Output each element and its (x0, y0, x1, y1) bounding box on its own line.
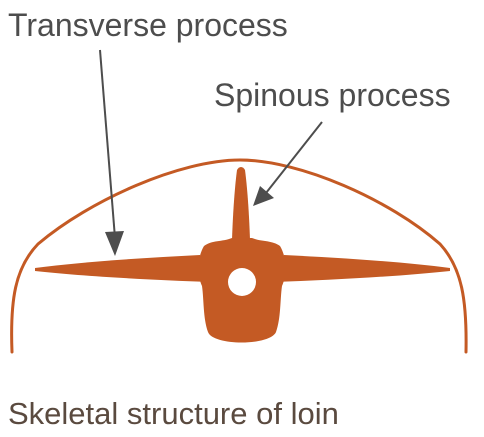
transverse-arrow-head-icon (105, 231, 124, 256)
spinous-process-label: Spinous process (214, 77, 451, 113)
transverse-arrow-line (99, 49, 116, 239)
spinous-process (232, 167, 250, 240)
transverse-process-right (274, 255, 450, 282)
transverse-process-left (35, 255, 210, 282)
transverse-process-label: Transverse process (8, 7, 288, 43)
spinal-canal (228, 268, 256, 296)
loin-outline (10, 158, 468, 354)
diagram-caption: Skeletal structure of loin (8, 396, 339, 431)
spinous-arrow-head-icon (253, 186, 274, 206)
spinous-arrow-line (265, 121, 323, 194)
